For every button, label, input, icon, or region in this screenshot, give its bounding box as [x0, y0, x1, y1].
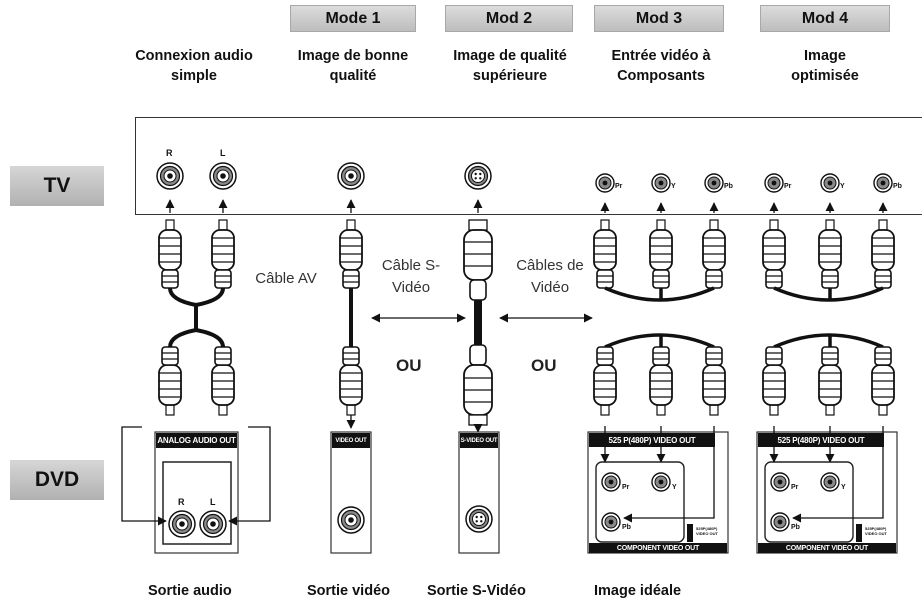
dvd-m4-pr-jack — [770, 472, 790, 492]
tv-audio-l-jack — [209, 162, 237, 190]
output-svideo-label: Sortie S-Vidéo — [427, 583, 526, 599]
mode2-tab: Mod 2 — [445, 5, 573, 32]
tv-video-jack — [337, 162, 365, 190]
dvd-m3-pb-label: Pb — [622, 524, 631, 531]
heading-mode4: Image optimisée — [791, 48, 859, 84]
tv-m3-y-label: Y — [671, 183, 676, 190]
dvd-video-out-jack — [337, 506, 365, 534]
dvd-m3-pr-label: Pr — [622, 484, 630, 491]
dvd-l-label: L — [210, 497, 216, 507]
tv-label: TV — [10, 166, 104, 206]
dvd-audio-r-jack — [168, 510, 196, 538]
cable-av-label: Câble AV — [255, 270, 317, 287]
tv-rear-panel — [135, 117, 922, 215]
mode4-tab: Mod 4 — [760, 5, 890, 32]
cable-video-label: Câbles de Vidéo — [516, 257, 584, 296]
m4-525p-label: 525 P(480P) VIDEO OUT — [758, 433, 884, 447]
heading-mode2: Image de qualité supérieure — [453, 48, 567, 84]
heading-mode3: Entrée vidéo à Composants — [611, 48, 711, 84]
dvd-r-label: R — [178, 497, 185, 507]
output-video-label: Sortie vidéo — [307, 583, 390, 599]
svideo-out-label: S-VIDEO OUT — [460, 433, 498, 448]
tv-m4-pr-label: Pr — [784, 183, 792, 190]
tv-r-label: R — [166, 148, 173, 158]
dvd-m4-y-jack — [820, 472, 840, 492]
tv-m4-pb-jack — [873, 173, 893, 193]
output-ideal-label: Image idéale — [594, 583, 682, 599]
tv-m3-pb-jack — [704, 173, 724, 193]
dvd-m3-pb-jack — [601, 512, 621, 532]
tv-m3-pb-label: Pb — [724, 183, 733, 190]
dvd-m4-pr-label: Pr — [791, 484, 799, 491]
or-label-2: OU — [531, 356, 557, 375]
heading-mode1: Image de bonne qualité — [297, 48, 409, 84]
m3-switch-label: 525P(480P) VIDEO OUT — [696, 526, 719, 536]
heading-simple-audio: Connexion audio simple — [135, 48, 253, 84]
dvd-m4-pb-label: Pb — [791, 524, 800, 531]
dvd-svideo-out-jack — [465, 505, 493, 533]
cable-svideo-label: Câble S-Vidéo — [381, 257, 441, 296]
tv-m3-pr-jack — [595, 173, 615, 193]
analog-audio-out-label: ANALOG AUDIO OUT — [156, 433, 237, 448]
dvd-m3-pr-jack — [601, 472, 621, 492]
tv-l-label: L — [220, 148, 226, 158]
dvd-m4-pb-jack — [770, 512, 790, 532]
output-audio-label: Sortie audio — [148, 583, 232, 599]
m4-component-out-label: COMPONENT VIDEO OUT — [758, 543, 896, 553]
m3-component-out-label: COMPONENT VIDEO OUT — [589, 543, 727, 553]
tv-svideo-jack — [464, 162, 492, 190]
tv-m4-pr-jack — [764, 173, 784, 193]
tv-m4-pb-label: Pb — [893, 183, 902, 190]
dvd-m3-y-label: Y — [672, 484, 677, 491]
dvd-m3-y-jack — [651, 472, 671, 492]
or-label-1: OU — [396, 356, 422, 375]
tv-m4-y-jack — [820, 173, 840, 193]
tv-audio-r-jack — [156, 162, 184, 190]
dvd-m4-y-label: Y — [841, 484, 846, 491]
tv-m3-y-jack — [651, 173, 671, 193]
tv-m4-y-label: Y — [840, 183, 845, 190]
m4-switch-label: 525P(480P) VIDEO OUT — [865, 526, 888, 536]
video-out-label: VIDEO OUT — [332, 433, 370, 448]
mode3-tab: Mod 3 — [594, 5, 724, 32]
dvd-audio-l-jack — [199, 510, 227, 538]
dvd-label: DVD — [10, 460, 104, 500]
m3-525p-label: 525 P(480P) VIDEO OUT — [589, 433, 715, 447]
mode1-tab: Mode 1 — [290, 5, 416, 32]
tv-m3-pr-label: Pr — [615, 183, 623, 190]
